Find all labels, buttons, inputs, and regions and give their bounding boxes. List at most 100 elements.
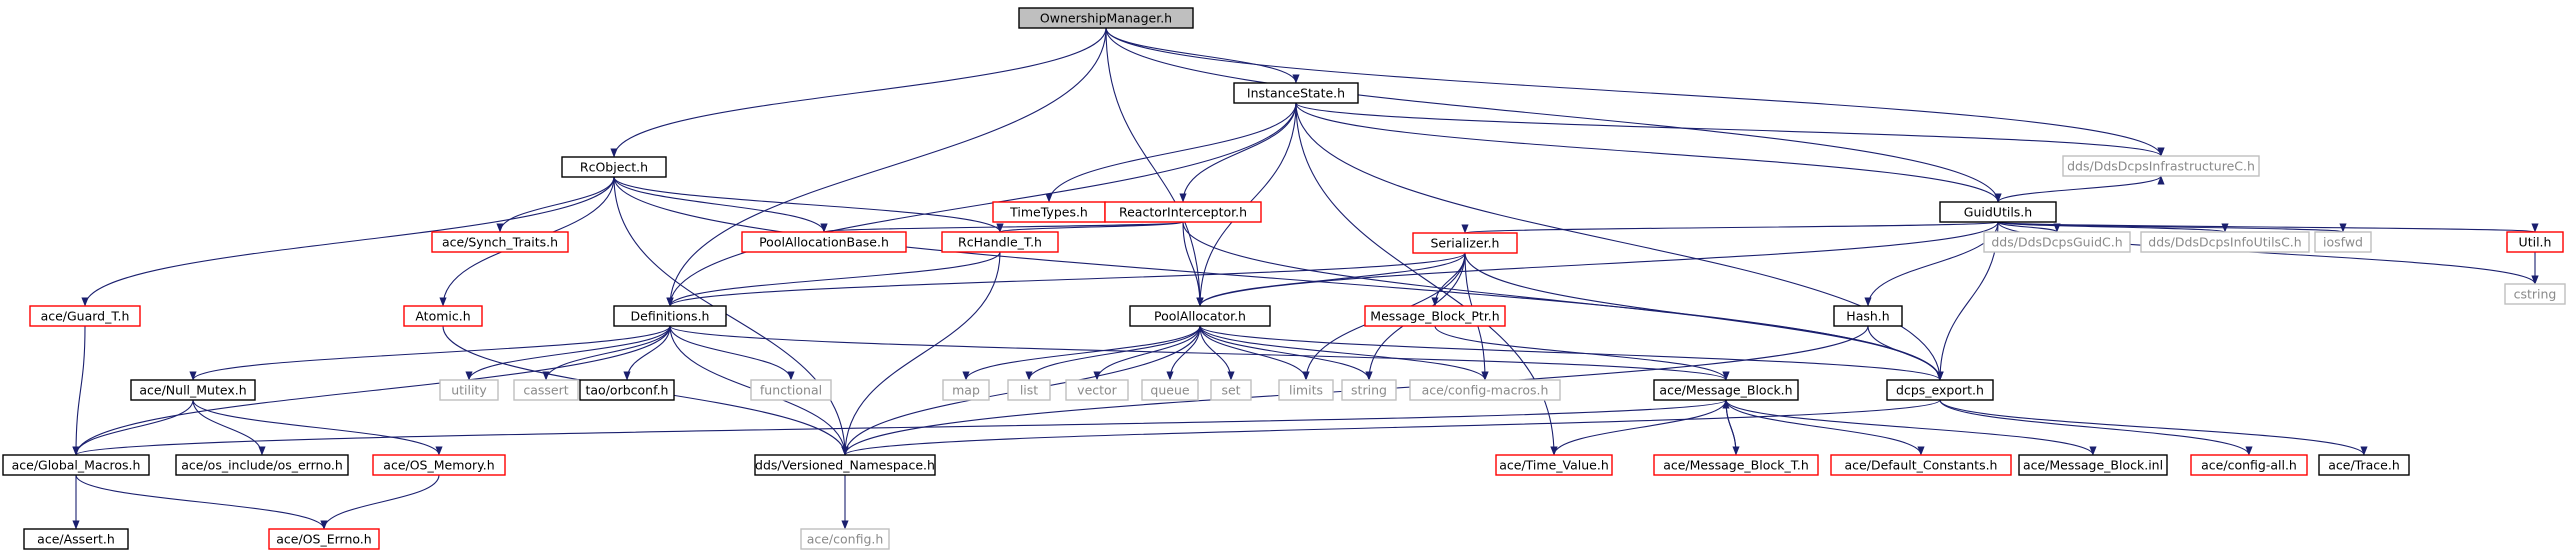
- edge-reactor_interceptor-to-rc_handle: [996, 221, 1184, 233]
- edge-instance_state-to-reactor_interceptor: [1179, 102, 1297, 203]
- node-time-types[interactable]: TimeTypes.h: [992, 201, 1106, 223]
- node-label: RcObject.h: [580, 160, 648, 175]
- edge-rc_object-to-ace_guard: [81, 176, 615, 307]
- node-ownership-manager[interactable]: OwnershipManager.h: [1018, 7, 1194, 29]
- edge-definitions-to-cassert: [542, 325, 671, 381]
- node-ace-default-constants[interactable]: ace/Default_Constants.h: [1830, 454, 2012, 476]
- node-label: dds/DdsDcpsInfoUtilsC.h: [2148, 235, 2301, 250]
- node-ace-null-mutex[interactable]: ace/Null_Mutex.h: [130, 379, 256, 401]
- node-box: [29, 305, 141, 327]
- node-definitions[interactable]: Definitions.h: [613, 305, 727, 327]
- edge-pool_allocator-to-limits: [1199, 325, 1310, 381]
- edge-dcps_export-to-ace_config_all: [1939, 399, 2253, 456]
- node-label: PoolAllocator.h: [1154, 309, 1246, 324]
- node-queue: queue: [1141, 379, 1199, 401]
- node-label: ace/os_include/os_errno.h: [181, 458, 343, 473]
- node-label: ace/Default_Constants.h: [1845, 458, 1998, 473]
- edge-ace_global_macros-to-ace_os_errno: [75, 474, 328, 530]
- node-atomic[interactable]: Atomic.h: [403, 305, 483, 327]
- edge-reactor_interceptor-to-pool_allocator: [1182, 221, 1204, 307]
- edge-dcps_export-to-ace_trace: [1939, 399, 2368, 456]
- node-box: [561, 156, 667, 178]
- node-ace-msg-block-inl[interactable]: ace/Message_Block.inl: [2018, 454, 2168, 476]
- edge-instance_state-to-dcps_export: [1295, 102, 1944, 381]
- edge-reactor_interceptor-to-dcps_export: [1182, 221, 1944, 381]
- node-ace-trace[interactable]: ace/Trace.h: [2318, 454, 2410, 476]
- node-label: RcHandle_T.h: [958, 235, 1042, 250]
- node-label: Definitions.h: [631, 309, 710, 324]
- node-box: [941, 231, 1059, 253]
- node-box: [1065, 379, 1129, 401]
- node-functional: functional: [750, 379, 832, 401]
- node-box: [372, 454, 506, 476]
- node-label: ReactorInterceptor.h: [1119, 205, 1247, 220]
- node-box: [1653, 454, 1819, 476]
- node-orbconf[interactable]: tao/orbconf.h: [579, 379, 675, 401]
- node-label: ace/Guard_T.h: [41, 309, 130, 324]
- edge-ownership_manager-to-rc_object: [610, 27, 1107, 158]
- node-rc-object[interactable]: RcObject.h: [561, 156, 667, 178]
- node-ace-synch-traits[interactable]: ace/Synch_Traits.h: [431, 231, 569, 253]
- edge-guid_utils-to-pool_allocator: [1196, 221, 1999, 307]
- node-reactor-interceptor[interactable]: ReactorInterceptor.h: [1104, 201, 1262, 223]
- node-label: functional: [760, 383, 822, 398]
- node-vector: vector: [1065, 379, 1129, 401]
- edge-guid_utils-to-dds_guid: [1997, 221, 2061, 233]
- node-ace-config-all[interactable]: ace/config-all.h: [2190, 454, 2308, 476]
- node-label: ace/Trace.h: [2328, 458, 2400, 473]
- edge-rc_handle-to-definitions: [666, 251, 1001, 307]
- node-ace-assert[interactable]: ace/Assert.h: [23, 528, 129, 550]
- node-box: [1233, 82, 1359, 104]
- node-cassert: cassert: [513, 379, 579, 401]
- edge-guid_utils-to-hash: [1864, 221, 1999, 307]
- node-label: Serializer.h: [1431, 236, 1500, 251]
- node-label: tao/orbconf.h: [586, 383, 669, 398]
- node-box: [754, 454, 936, 476]
- node-rc-handle[interactable]: RcHandle_T.h: [941, 231, 1059, 253]
- edge-pool_allocator-to-ace_config_macros: [1199, 325, 1489, 381]
- node-serializer[interactable]: Serializer.h: [1412, 232, 1518, 254]
- node-box: [2314, 231, 2372, 253]
- node-label: string: [1351, 383, 1387, 398]
- node-box: [1409, 379, 1561, 401]
- node-box: [579, 379, 675, 401]
- node-ace-msg-block-t[interactable]: ace/Message_Block_T.h: [1653, 454, 1819, 476]
- edge-rc_object-to-ace_synch_traits: [496, 176, 615, 233]
- node-instance-state[interactable]: InstanceState.h: [1233, 82, 1359, 104]
- edge-pool_allocator-to-map: [962, 325, 1201, 381]
- node-label: TimeTypes.h: [1009, 205, 1088, 220]
- node-ace-config-macros: ace/config-macros.h: [1409, 379, 1561, 401]
- node-dcps-export[interactable]: dcps_export.h: [1886, 379, 1994, 401]
- node-versioned-ns[interactable]: dds/Versioned_Namespace.h: [754, 454, 936, 476]
- node-label: queue: [1150, 383, 1189, 398]
- node-msg-block-ptr[interactable]: Message_Block_Ptr.h: [1364, 305, 1506, 327]
- node-box: [2318, 454, 2410, 476]
- node-box: [431, 231, 569, 253]
- node-ace-config: ace/config.h: [800, 528, 890, 550]
- node-ace-os-errno[interactable]: ace/OS_Errno.h: [268, 528, 380, 550]
- edge-pool_allocator-to-vector: [1093, 325, 1201, 381]
- node-ace-time-value[interactable]: ace/Time_Value.h: [1495, 454, 1613, 476]
- node-ace-global-macros[interactable]: ace/Global_Macros.h: [2, 454, 150, 476]
- node-ace-guard[interactable]: ace/Guard_T.h: [29, 305, 141, 327]
- node-pool-alloc-base[interactable]: PoolAllocationBase.h: [741, 231, 907, 253]
- edge-ownership_manager-to-guid_utils: [1105, 27, 2002, 203]
- node-hash[interactable]: Hash.h: [1833, 305, 1903, 327]
- node-util[interactable]: Util.h: [2506, 231, 2564, 253]
- node-box: [1341, 379, 1397, 401]
- edge-hash-to-dcps_export: [1867, 325, 1944, 381]
- node-box: [2062, 155, 2260, 177]
- node-guid-utils[interactable]: GuidUtils.h: [1939, 201, 2057, 223]
- edge-rc_handle-to-versioned_ns: [841, 251, 1001, 456]
- node-ace-message-block[interactable]: ace/Message_Block.h: [1653, 379, 1799, 401]
- node-os-memory[interactable]: ace/OS_Memory.h: [372, 454, 506, 476]
- node-string: string: [1341, 379, 1397, 401]
- node-label: iosfwd: [2323, 235, 2363, 250]
- node-limits: limits: [1278, 379, 1334, 401]
- node-label: map: [952, 383, 980, 398]
- edge-pool_allocator-to-set: [1199, 325, 1235, 381]
- node-box: [439, 379, 499, 401]
- node-pool-allocator[interactable]: PoolAllocator.h: [1129, 305, 1271, 327]
- edge-rc_object-to-pool_alloc_base: [613, 176, 828, 233]
- node-os-errno[interactable]: ace/os_include/os_errno.h: [175, 454, 349, 476]
